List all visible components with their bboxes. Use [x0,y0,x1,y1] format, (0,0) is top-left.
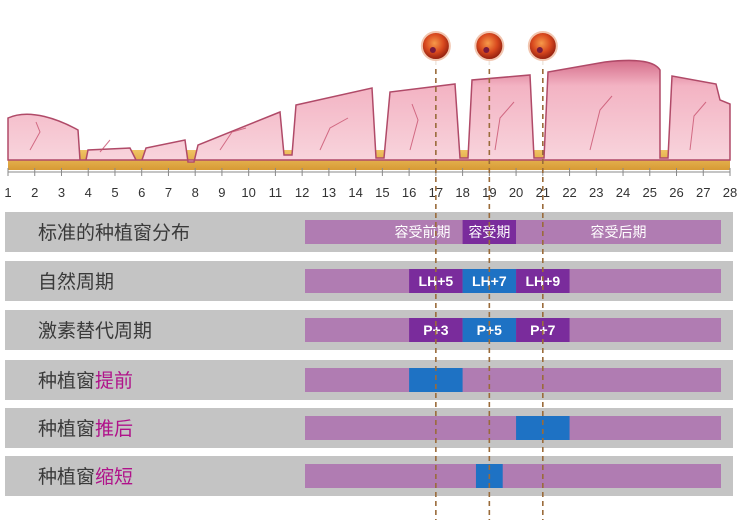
day-tick-label: 3 [58,185,65,200]
day-tick-label: 9 [218,185,225,200]
endometrium-illustration [7,59,731,170]
row-label: 种植窗缩短 [38,466,133,488]
row-label: 种植窗提前 [38,370,133,392]
day-tick-label: 26 [669,185,683,200]
row-label-main: 激素替代周期 [38,320,152,342]
day-tick-label: 27 [696,185,710,200]
day-tick-label: 14 [348,185,362,200]
day-tick-label: 13 [322,185,336,200]
row-window-shortened: 种植窗缩短 [5,456,733,496]
segment-track [382,220,463,244]
day-tick-label: 25 [643,185,657,200]
ovulation-guides [415,26,563,520]
day-tick-label: 5 [111,185,118,200]
row-label: 激素替代周期 [38,320,152,342]
day-tick-label: 7 [165,185,172,200]
day-tick-label: 19 [482,185,496,200]
egg-cell-icon [522,26,563,66]
day-tick-label: 6 [138,185,145,200]
egg-cell-icon [415,26,456,66]
day-tick-label: 10 [241,185,255,200]
day-tick-label: 23 [589,185,603,200]
day-tick-label: 8 [192,185,199,200]
row-label: 自然周期 [38,271,114,293]
day-tick-label: 18 [455,185,469,200]
timeline-track [305,416,721,440]
row-label-main: 种植窗 [38,466,95,488]
row-label-accent: 提前 [95,370,133,392]
day-tick-label: 24 [616,185,630,200]
egg-cell-icon [469,26,510,66]
row-label-main: 种植窗 [38,370,95,392]
timeline-track [305,368,721,392]
segment-label: 容受前期 [394,224,450,241]
day-tick-label: 12 [295,185,309,200]
row-label: 标准的种植窗分布 [38,222,190,244]
row-label: 种植窗推后 [38,418,133,440]
day-tick-label: 15 [375,185,389,200]
row-label-main: 自然周期 [38,271,114,293]
segment-track [516,220,721,244]
endometrium-vessels [29,95,707,153]
day-tick-label: 4 [85,185,92,200]
row-window-delayed: 种植窗推后 [5,408,733,448]
day-tick-label: 22 [562,185,576,200]
endometrium-layer [7,59,731,163]
day-tick-label: 20 [509,185,523,200]
row-standard-window: 标准的种植窗分布容受前期容受期容受后期 [5,212,733,252]
day-tick-label: 11 [269,185,283,200]
segment-blue [516,416,570,440]
row-label-accent: 推后 [95,418,133,440]
timeline-track [305,464,721,488]
row-label-accent: 缩短 [95,466,133,488]
day-tick-label: 28 [723,185,737,200]
row-label-main: 标准的种植窗分布 [38,222,190,244]
row-window-advanced: 种植窗提前 [5,360,733,400]
segment-label: 容受后期 [591,224,647,241]
day-tick-label: 16 [402,185,416,200]
day-tick-label: 1 [4,185,11,200]
day-tick-label: 2 [31,185,38,200]
day-tick-label: 17 [429,185,443,200]
row-label-main: 种植窗 [38,418,95,440]
day-tick-label: 21 [536,185,550,200]
